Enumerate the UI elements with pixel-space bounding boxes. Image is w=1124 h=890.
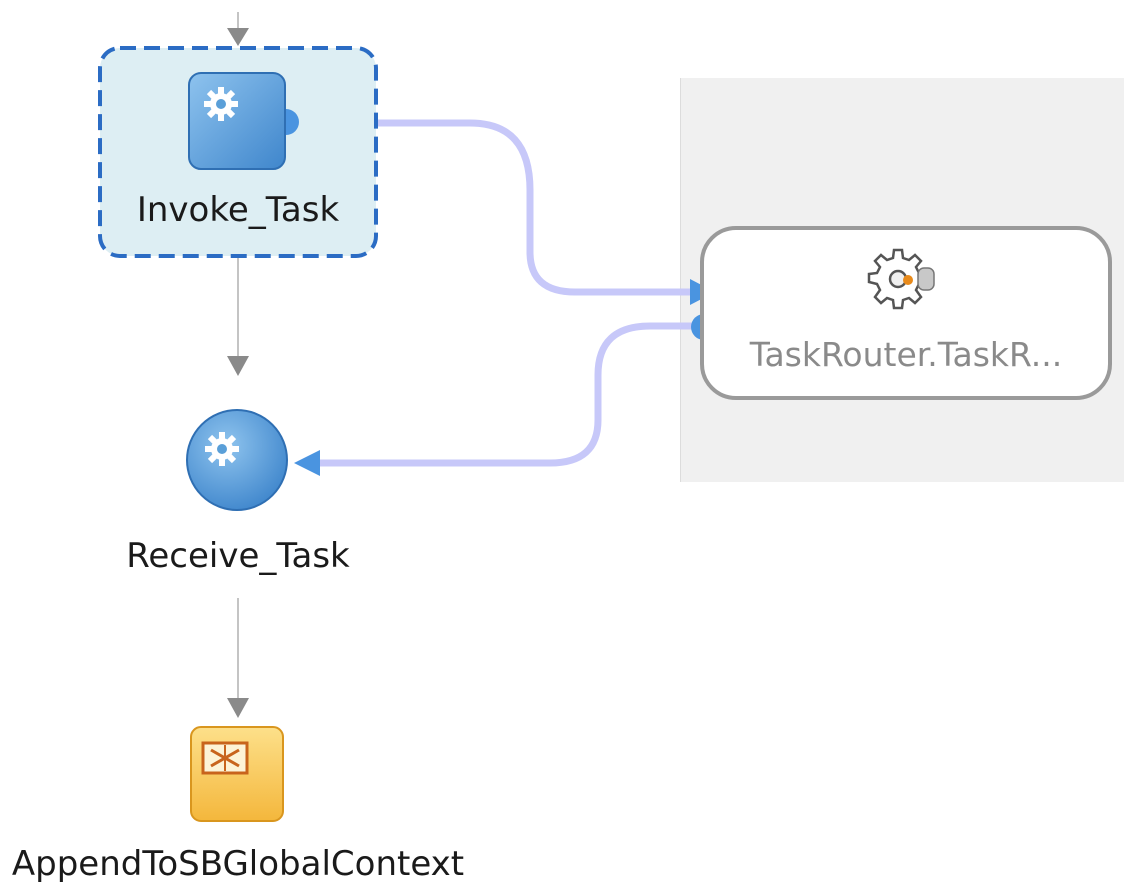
receive-activity[interactable]: [186, 409, 288, 511]
flow-receive-to-append: [227, 598, 249, 718]
task-router-partner-link[interactable]: [700, 226, 1112, 400]
service-gear-icon: [867, 248, 935, 310]
invoke-activity[interactable]: [188, 72, 299, 170]
partner-link-label: TaskRouter.TaskR...: [749, 335, 1063, 374]
flow-invoke-to-receive: [227, 258, 249, 376]
append-activity-label: AppendToSBGlobalContext: [11, 844, 465, 884]
assign-icon: [201, 741, 249, 775]
receive-task-label: Receive_Task: [126, 536, 350, 576]
invoke-task-label: Invoke_Task: [136, 190, 340, 230]
invoke-port-icon: [286, 109, 299, 135]
flow-top-connector: [227, 12, 249, 46]
receive-wire-arrow: [294, 450, 320, 476]
gear-icon: [205, 432, 239, 466]
append-activity[interactable]: [190, 726, 284, 822]
receive-wire[interactable]: [294, 314, 704, 476]
gear-icon: [204, 87, 238, 121]
